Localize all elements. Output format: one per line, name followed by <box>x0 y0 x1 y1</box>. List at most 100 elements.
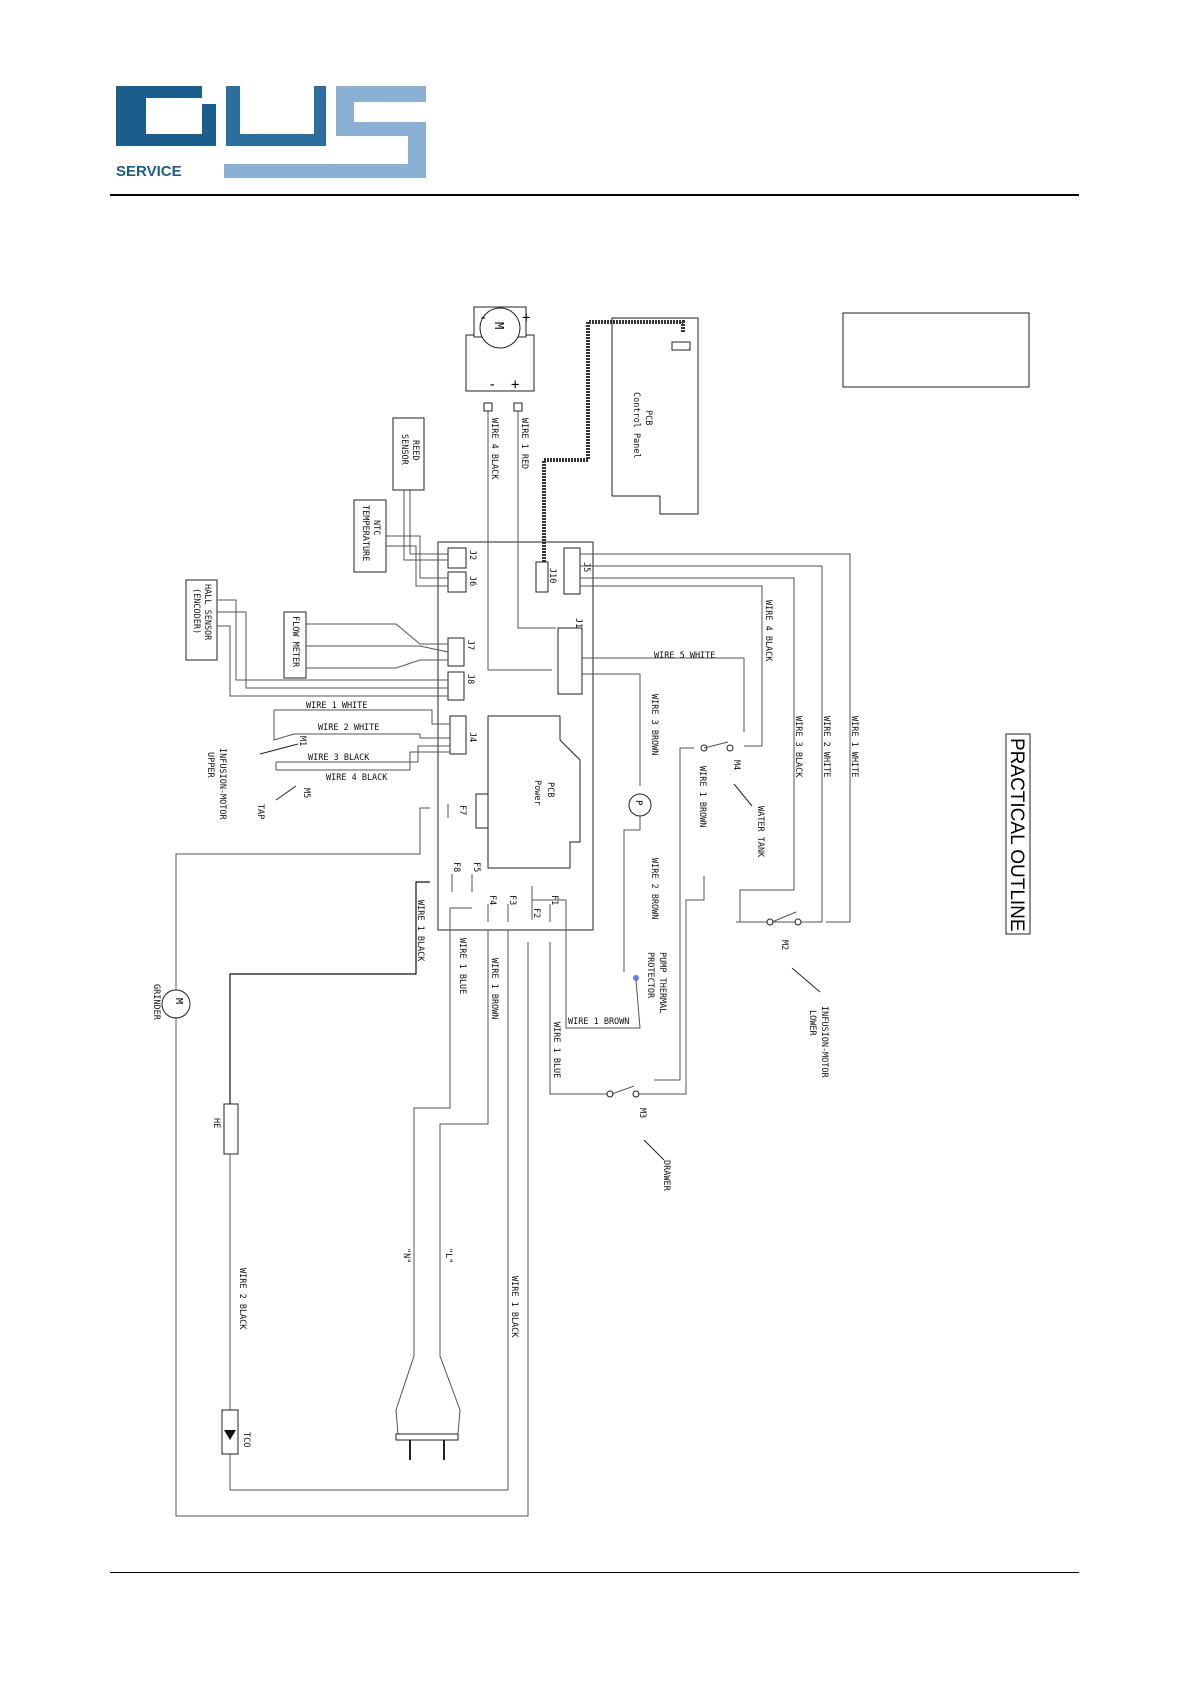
connector-j6-label: J6 <box>467 576 477 586</box>
wire-label-w1-black-long: WIRE 1 BLACK <box>509 1276 519 1338</box>
plug-l-label: "L" <box>443 1248 453 1263</box>
wire-label-w1-white: WIRE 1 WHITE <box>849 716 859 777</box>
connector-j5 <box>563 547 581 595</box>
pcb-control-label-1: PCB <box>643 410 653 425</box>
fuse-f4-label: F4 <box>487 895 497 905</box>
motor-terminal-minus: - <box>488 377 496 393</box>
dls-service-logo: SERVICE <box>116 86 426 178</box>
pump-thermal-label-1: PUMP THERMAL <box>657 952 667 1013</box>
motor-label: M <box>492 322 506 329</box>
wire-label-w1-blue-right: WIRE 1 BLUE <box>551 1022 561 1078</box>
pcb-control-panel <box>611 317 699 515</box>
page-title: PRACTICAL OUTLINE <box>1006 738 1027 932</box>
switch-m1-label: M1 <box>297 736 307 746</box>
pcb-control-label-2: Control Panel <box>631 392 641 459</box>
plug-n-label: "N" <box>401 1248 411 1263</box>
ntc-label-1: NTC <box>371 520 381 535</box>
footer-rule <box>110 1572 1079 1573</box>
connector-j10-label: J10 <box>547 568 557 583</box>
header-rule <box>110 194 1079 196</box>
fuse-f7-label: F7 <box>457 805 467 815</box>
motor-minus-label: - <box>479 310 487 326</box>
reed-sensor-label-1: REED <box>410 440 420 460</box>
pcb-power <box>487 715 581 869</box>
wire-label-w4-black: WIRE 4 BLACK <box>763 600 773 662</box>
motor-symbol <box>479 307 521 349</box>
control-panel-ribbon-cable <box>542 320 685 564</box>
hall-sensor-label-1: HALL SENSOR <box>202 584 212 641</box>
logo-service-text: SERVICE <box>116 163 182 178</box>
ntc-label-2: TEMPERATURE <box>360 505 370 561</box>
wire-label-w4-black-motor: WIRE 4 BLACK <box>489 418 499 480</box>
fuse-f8-label: F8 <box>451 862 461 872</box>
wire-label-w1-brown-horizontal: WIRE 1 BROWN <box>568 1017 629 1027</box>
wire-label-w3-brown: WIRE 3 BROWN <box>649 694 659 755</box>
tco-label: TCO <box>241 1432 251 1447</box>
grinder-label: GRINDER <box>151 984 161 1021</box>
wire-label-m5-w3-black: WIRE 3 BLACK <box>308 753 370 763</box>
infusion-upper-label-1: INFUSION-MOTOR <box>217 748 227 821</box>
title-box <box>1005 733 1031 935</box>
connector-j2 <box>447 547 467 569</box>
connector-j5-label: J5 <box>581 562 591 572</box>
he-label: HE <box>211 1118 221 1128</box>
wire-label-w1-brown: WIRE 1 BROWN <box>697 766 707 827</box>
wire-label-m5-w4-black: WIRE 4 BLACK <box>326 773 388 783</box>
infusion-lower-label-2: LOWER <box>807 1010 817 1036</box>
water-tank-label: WATER TANK <box>755 806 765 858</box>
reed-sensor <box>392 417 425 491</box>
grinder <box>161 989 191 1019</box>
fuse-f3-label: F3 <box>507 895 517 905</box>
pump-thermal-label-2: PROTECTOR <box>645 952 655 999</box>
switch-m4-label: M4 <box>731 760 741 770</box>
ntc-temperature <box>353 499 387 573</box>
connector-j10 <box>535 561 549 593</box>
motor-plus-label: + <box>522 310 530 326</box>
connector-j7 <box>447 637 465 667</box>
empty-note-box <box>842 312 1030 388</box>
wire-label-w2-black: WIRE 2 BLACK <box>237 1268 247 1330</box>
power-plug <box>395 1433 459 1441</box>
wire-label-m1-w2-white: WIRE 2 WHITE <box>318 723 379 733</box>
infusion-upper-label-2: UPPER <box>205 752 215 778</box>
fuse-f5-label: F5 <box>471 862 481 872</box>
tap-label: TAP <box>255 804 265 819</box>
wire-label-m1-w1-white: WIRE 1 WHITE <box>306 701 367 711</box>
fuse-f2-label: F2 <box>531 908 541 918</box>
wire-label-w1-brown-main: WIRE 1 BROWN <box>489 958 499 1019</box>
connector-j4 <box>449 715 467 755</box>
pump-label: P <box>633 800 643 806</box>
grinder-symbol: M <box>173 998 184 1004</box>
wire-label-w1-red: WIRE 1 RED <box>519 418 529 469</box>
wire-label-w1-blue: WIRE 1 BLUE <box>457 938 467 994</box>
drawer-label: DRAWER <box>661 1160 671 1192</box>
hall-sensor <box>185 579 218 661</box>
switch-m3-label: M3 <box>637 1108 647 1118</box>
connector-j6 <box>447 571 467 593</box>
connector-j4-label: J4 <box>467 732 477 742</box>
connector-j8-label: J8 <box>465 674 475 684</box>
hall-sensor-label-2: (ENCODER) <box>191 588 201 634</box>
connector-j2-label: J2 <box>467 550 477 560</box>
pump-thermal-protector-icon <box>633 975 639 981</box>
flow-meter <box>283 611 307 679</box>
connector-j1-label: J1 <box>573 618 583 628</box>
wire-label-w2-brown: WIRE 2 BROWN <box>649 858 659 919</box>
reed-sensor-label-2: SENSOR <box>399 434 409 466</box>
motor-terminal-plus: + <box>511 377 519 393</box>
pcb-power-label-2: Power <box>532 780 542 806</box>
connector-j7-label: J7 <box>465 640 475 650</box>
connector-j1 <box>557 627 583 695</box>
flow-meter-label: FLOW METER <box>290 616 300 668</box>
heating-element <box>223 1103 239 1155</box>
wire-label-w1-black: WIRE 1 BLACK <box>415 900 425 962</box>
switch-m2-label: M2 <box>779 940 789 950</box>
connector-j8 <box>447 671 465 701</box>
wire-label-w3-black: WIRE 3 BLACK <box>793 716 803 778</box>
pcb-power-label-1: PCB <box>545 782 555 797</box>
switch-m5-label: M5 <box>301 788 311 798</box>
wire-label-w5-white: WIRE 5 WHITE <box>654 651 715 661</box>
infusion-lower-label-1: INFUSION-MOTOR <box>819 1006 829 1079</box>
wire-label-w2-white: WIRE 2 WHITE <box>821 716 831 777</box>
